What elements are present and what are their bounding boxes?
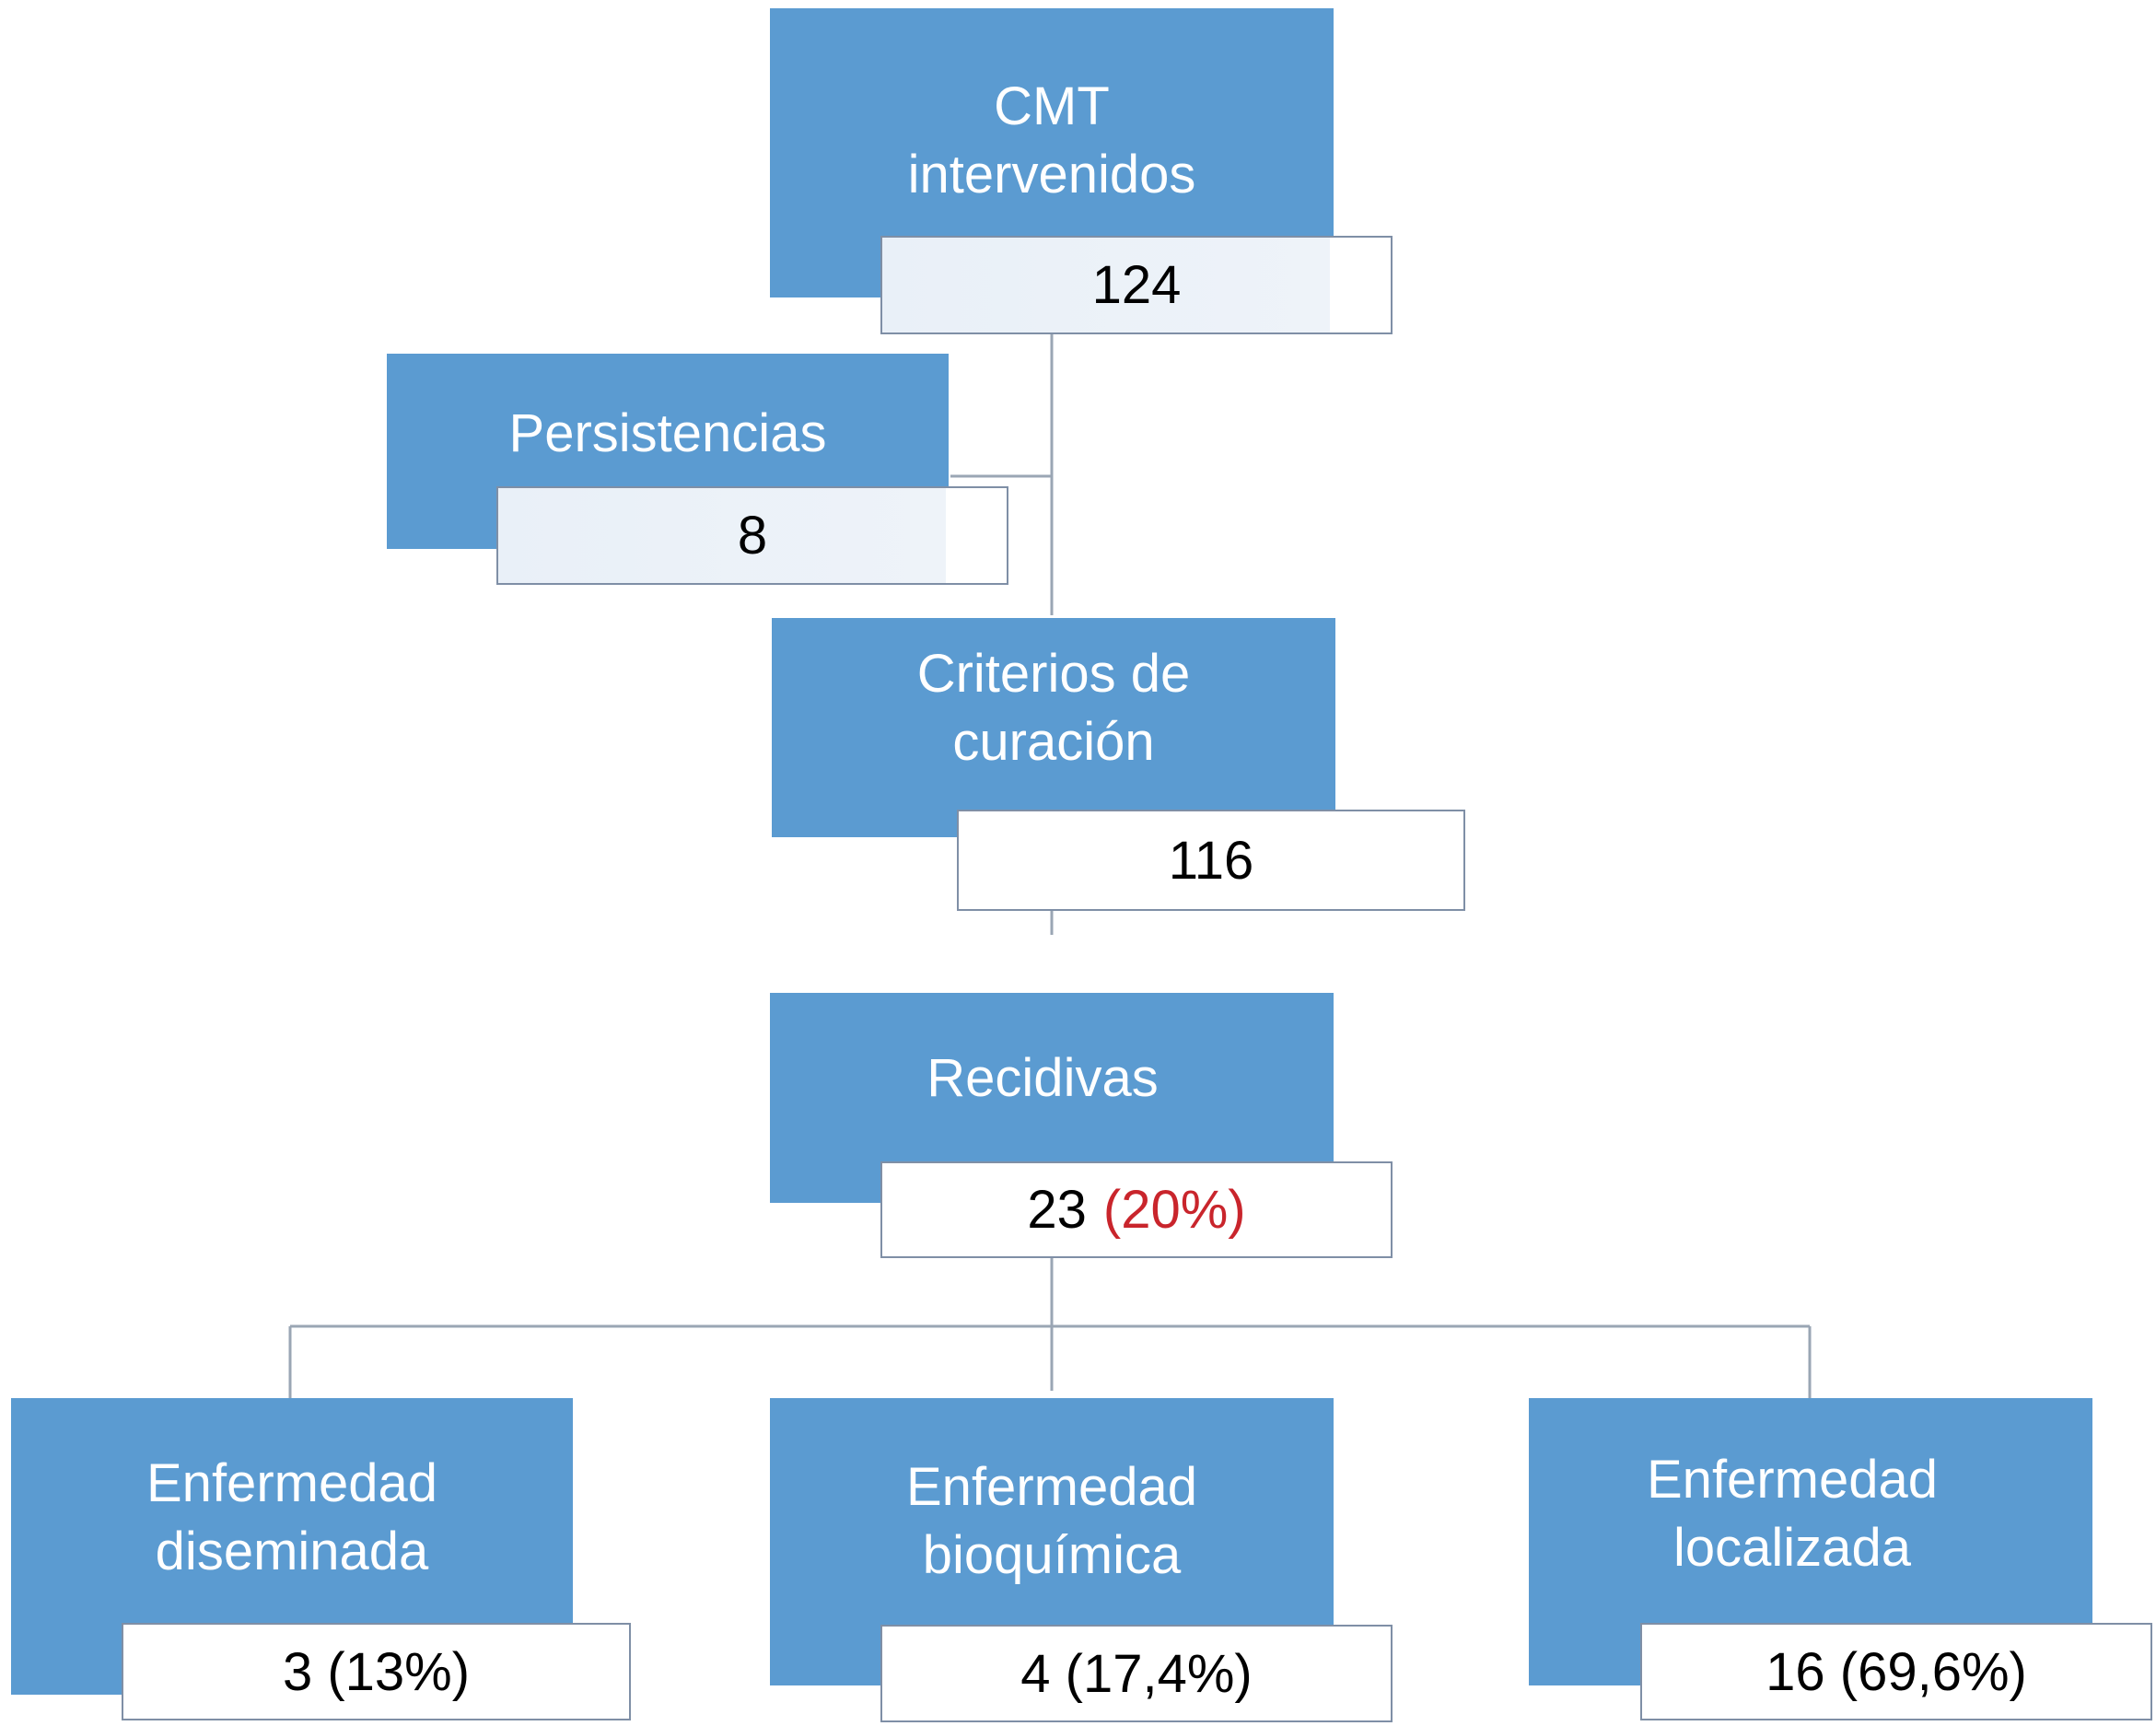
node-diseminada-value: 3 (13%) <box>122 1623 631 1720</box>
node-recidivas-percent: (20%) <box>1102 1180 1246 1240</box>
node-localizada-value: 16 (69,6%) <box>1640 1623 2152 1720</box>
node-recidivas-count: 23 <box>1027 1180 1087 1240</box>
node-bioquimica-value: 4 (17,4%) <box>880 1625 1393 1722</box>
node-cmt-value: 124 <box>880 236 1393 334</box>
node-criterios-value: 116 <box>957 810 1465 911</box>
node-recidivas-value-box: 23(20%) <box>880 1161 1393 1258</box>
node-persistencias-value: 8 <box>496 486 1008 585</box>
node-criterios-label: Criterios de curación <box>772 618 1335 837</box>
